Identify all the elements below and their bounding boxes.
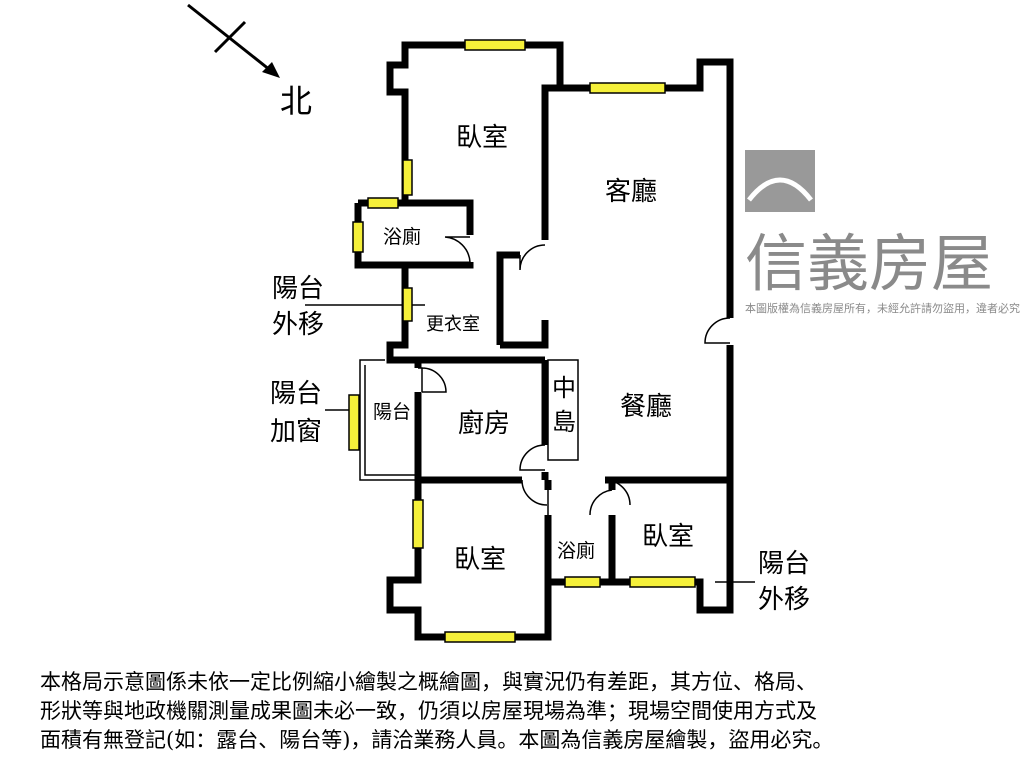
room-living: 客廳 (605, 177, 657, 207)
room-island-2: 島 (552, 408, 576, 436)
north-arrow-icon (262, 62, 280, 78)
room-dressing: 更衣室 (426, 314, 480, 335)
watermark-brand: 信義房屋 (745, 227, 993, 300)
room-bath-bottom: 浴廁 (557, 539, 595, 562)
windows (348, 39, 696, 643)
room-bedroom-bottom-right: 臥室 (642, 522, 694, 552)
callout-balcony-moved-right-1: 陽台 (758, 549, 810, 579)
room-bedroom-top: 臥室 (456, 123, 508, 153)
callouts: 陽台 外移 陽台 加窗 陽台 外移 (270, 274, 810, 615)
watermark: 信義房屋 本圖版權為信義房屋所有，未經允許請勿盜用，違者必究 (745, 150, 1020, 315)
note-line-2: 形狀等與地政機關測量成果圖未必一致，仍須以房屋現場為準；現場空間使用方式及 (40, 699, 817, 723)
room-bedroom-bottom-left: 臥室 (454, 545, 506, 575)
doors (418, 236, 731, 516)
callout-balcony-moved-left-1: 陽台 (272, 274, 324, 304)
walls (354, 41, 734, 641)
room-dining: 餐廳 (620, 392, 672, 422)
north-label: 北 (280, 82, 312, 120)
balcony-inner-outline (364, 365, 418, 476)
island-outline (547, 359, 579, 461)
note-line-3: 面積有無登記(如：露台、陽台等)，請洽業務人員。本圖為信義房屋繪製，盜用必究。 (40, 728, 834, 752)
room-island-1: 中 (552, 374, 576, 402)
callout-balcony-window-2: 加窗 (270, 417, 322, 447)
note-line-1: 本格局示意圖係未依一定比例縮小繪製之概繪圖，與實況仍有差距，其方位、格局、 (40, 670, 817, 694)
callout-balcony-moved-right-2: 外移 (758, 585, 810, 615)
disclaimer-notes: 本格局示意圖係未依一定比例縮小繪製之概繪圖，與實況仍有差距，其方位、格局、 形狀… (40, 668, 1000, 755)
room-kitchen: 廚房 (458, 409, 510, 439)
room-balcony-inner: 陽台 (373, 401, 411, 423)
watermark-notice: 本圖版權為信義房屋所有，未經允許請勿盜用，違者必究 (745, 301, 1020, 315)
room-bath-top: 浴廁 (383, 225, 421, 248)
balcony-outline (359, 359, 418, 481)
compass: 北 (187, 3, 312, 120)
room-labels: 臥室 客廳 浴廁 更衣室 陽台 廚房 中 島 餐廳 臥室 浴廁 臥室 (373, 123, 694, 575)
callout-balcony-moved-left-2: 外移 (272, 310, 324, 340)
callout-balcony-window-1: 陽台 (270, 379, 322, 409)
